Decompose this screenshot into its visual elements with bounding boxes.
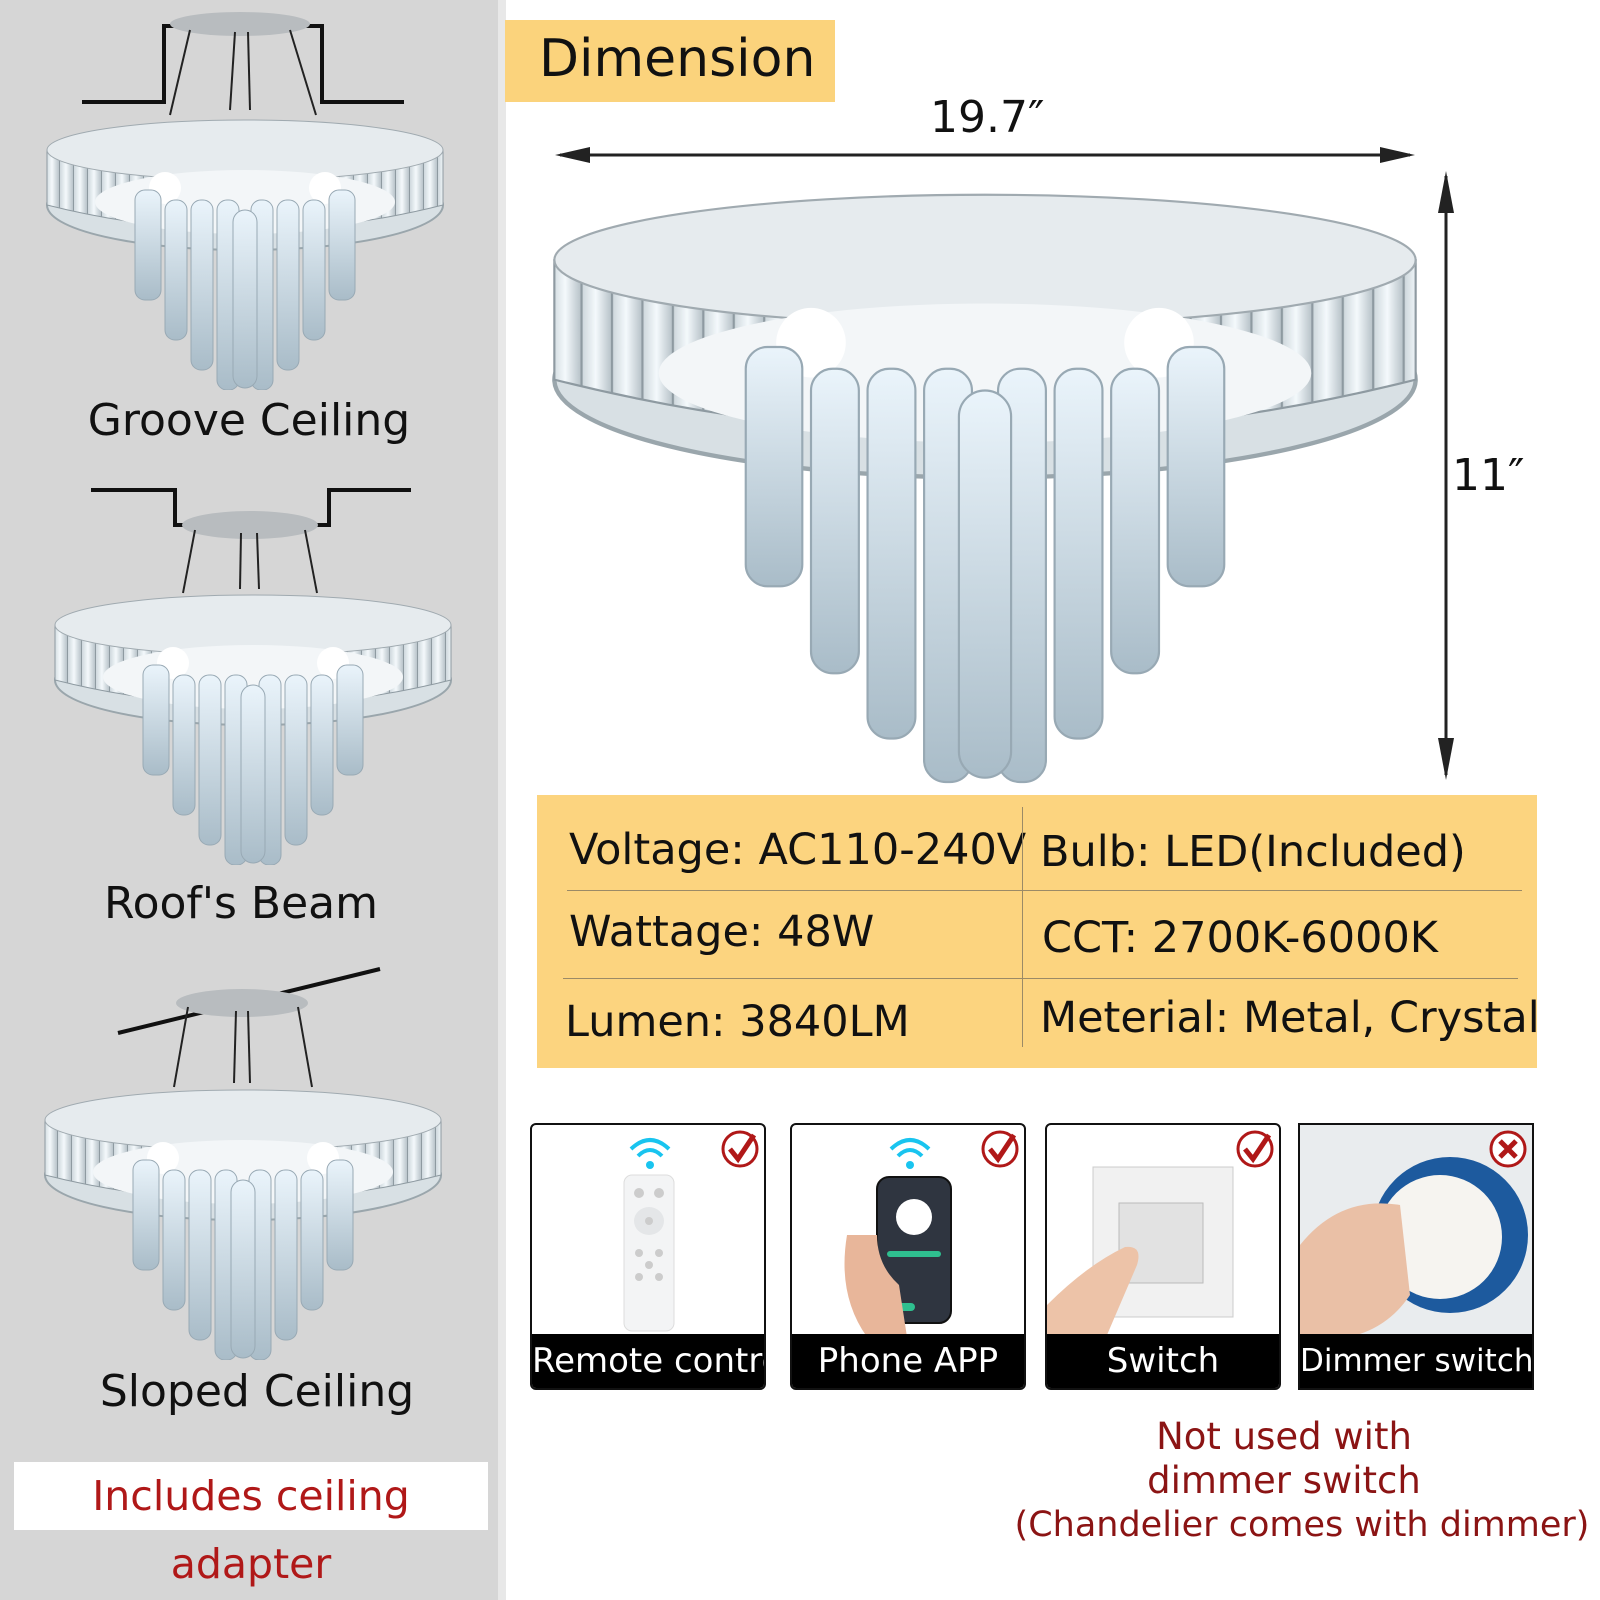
- control-card-dimmer: Dimmer switch: [1298, 1123, 1534, 1390]
- chandelier-main-image: [550, 165, 1420, 790]
- note-line: (Chandelier comes with dimmer): [1014, 1505, 1590, 1545]
- note-line: dimmer switch: [1147, 1459, 1421, 1502]
- column-divider: [1022, 807, 1023, 1047]
- phone-icon: [844, 1176, 952, 1337]
- spec-voltage: Voltage: AC110-240V: [569, 825, 1027, 875]
- wifi-icon: [629, 1138, 671, 1169]
- control-label: Dimmer switch: [1300, 1334, 1532, 1388]
- height-value: 11″: [1452, 450, 1525, 501]
- mount-label-groove: Groove Ceiling: [87, 395, 411, 446]
- control-card-remote: Remote contro: [530, 1123, 766, 1390]
- mounting-panel: Groove Ceiling Roof's Beam Sloped Ceilin…: [0, 0, 498, 1600]
- row-divider: [563, 978, 1518, 979]
- spec-wattage: Wattage: 48W: [569, 907, 875, 957]
- width-arrow: [555, 147, 1415, 163]
- row-divider: [567, 890, 1522, 891]
- height-arrow: [1438, 171, 1454, 780]
- dimmer-warning: Not used with dimmer switch (Chandelier …: [1004, 1415, 1590, 1547]
- dimmer-icon: [1300, 1157, 1528, 1340]
- check-icon: [981, 1130, 1019, 1168]
- width-value: 19.7″: [930, 92, 1045, 143]
- control-label: Switch: [1047, 1334, 1279, 1388]
- spec-lumen: Lumen: 3840LM: [565, 997, 910, 1047]
- check-icon: [721, 1130, 759, 1168]
- cross-icon: [1489, 1130, 1527, 1168]
- adapter-note: Includes ceiling adapter: [14, 1462, 488, 1588]
- mount-label-beam: Roof's Beam: [103, 878, 378, 929]
- note-line: Not used with: [1156, 1415, 1412, 1458]
- divider: [498, 0, 506, 1600]
- wifi-icon: [889, 1138, 931, 1169]
- control-label: Phone APP: [792, 1334, 1024, 1388]
- spec-cct: CCT: 2700K-6000K: [1042, 913, 1439, 963]
- spec-bulb: Bulb: LED(Included): [1040, 827, 1466, 877]
- control-card-switch: Switch: [1045, 1123, 1281, 1390]
- roofs-beam-illustration: [54, 488, 452, 865]
- groove-ceiling-illustration: [46, 12, 444, 390]
- spec-table: Voltage: AC110-240V Bulb: LED(Included) …: [537, 795, 1540, 1068]
- sloped-ceiling-illustration: [44, 967, 442, 1360]
- remote-icon: [623, 1174, 675, 1332]
- spec-material: Meterial: Metal, Crystal: [1040, 993, 1540, 1043]
- mount-label-sloped: Sloped Ceiling: [99, 1366, 415, 1417]
- control-label: Remote contro: [532, 1334, 764, 1388]
- dimension-title: Dimension: [505, 20, 835, 102]
- control-card-phone-app: Phone APP: [790, 1123, 1026, 1390]
- check-icon: [1236, 1130, 1274, 1168]
- wall-switch-icon: [1047, 1166, 1234, 1335]
